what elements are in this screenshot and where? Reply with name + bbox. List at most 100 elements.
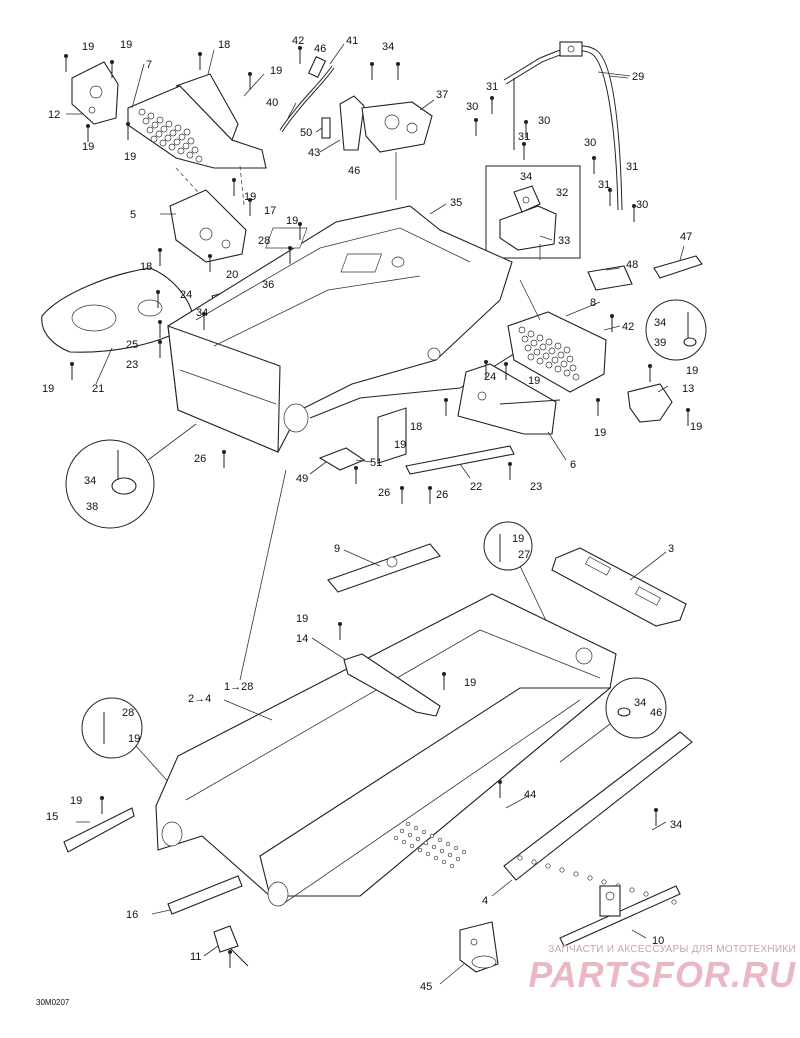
perf7-hole xyxy=(168,143,176,151)
perfTunnel-hole xyxy=(455,856,461,862)
part-number-l22: 31 xyxy=(518,131,530,143)
part-number-l19: 31 xyxy=(486,81,498,93)
part-number-l37: 18 xyxy=(140,261,152,273)
perfTunnel-hole xyxy=(437,837,443,843)
part-number-l14: 43 xyxy=(308,147,320,159)
bolt-head-13 xyxy=(592,156,596,160)
watermark-tagline: ЗАПЧАСТИ И АКСЕССУАРЫ ДЛЯ МОТОТЕХНИКИ xyxy=(548,944,796,955)
perf8-hole xyxy=(548,347,556,355)
part-number-l70: 19 xyxy=(512,533,524,545)
part-number-l55: 18 xyxy=(410,421,422,433)
bolt-head-9 xyxy=(490,96,494,100)
perf8-hole xyxy=(551,356,559,364)
part-number-l42: 8 xyxy=(590,297,596,309)
part-40-cable xyxy=(279,55,335,133)
part-number-l89: 11 xyxy=(190,951,201,963)
perfTunnel-hole xyxy=(439,848,445,854)
perf7-hole xyxy=(187,137,195,145)
part-number-l77: 2→4 xyxy=(188,693,211,705)
part-number-l10: 46 xyxy=(314,43,326,55)
part-number-l44: 42 xyxy=(622,321,634,333)
part-number-l64: 22 xyxy=(470,481,482,493)
perf8-hole xyxy=(527,330,535,338)
part-number-l18: 29 xyxy=(632,71,644,83)
bolt-head-22 xyxy=(156,290,160,294)
perfRail-hole xyxy=(587,875,593,881)
part-number-l78: 28 xyxy=(122,707,134,719)
part-number-l82: 19 xyxy=(70,795,82,807)
perf8-hole xyxy=(533,348,541,356)
perf8-hole xyxy=(527,353,535,361)
part-number-l65: 23 xyxy=(530,481,542,493)
perfTunnel-hole xyxy=(461,849,467,855)
part-number-l60: 6 xyxy=(570,459,576,471)
perf7-hole xyxy=(186,151,194,159)
part-4-slide-rail xyxy=(503,731,693,905)
bolt-head-17 xyxy=(248,198,252,202)
bolt-head-31 xyxy=(686,408,690,412)
part-number-l48: 23 xyxy=(126,359,138,371)
part-29-handle-bar xyxy=(503,41,623,211)
perfTunnel-hole xyxy=(453,845,459,851)
main-tunnel-body xyxy=(155,593,617,907)
bolt-head-34 xyxy=(222,450,226,454)
bolt-head-27 xyxy=(484,360,488,364)
bolt-head-0 xyxy=(64,54,68,58)
part-number-l83: 15 xyxy=(46,811,58,823)
part-number-l53: 19 xyxy=(686,365,698,377)
part-number-l20: 30 xyxy=(466,101,478,113)
perf8-hole xyxy=(563,369,571,377)
part-37-bracket xyxy=(361,101,433,200)
perf8-hole xyxy=(560,360,568,368)
perf8-hole xyxy=(554,342,562,350)
perfRail-hole xyxy=(559,867,565,873)
perf8-hole xyxy=(542,352,550,360)
part-number-l2: 19 xyxy=(120,39,132,51)
perfTunnel-hole xyxy=(423,840,429,846)
perfTunnel-hole xyxy=(429,833,435,839)
part-number-l73: 19 xyxy=(296,613,308,625)
part-number-l7: 19 xyxy=(82,141,94,153)
bolt-head-19 xyxy=(288,246,292,250)
part-number-l54: 13 xyxy=(682,383,694,395)
bolt-head-29 xyxy=(444,398,448,402)
bolt-head-42 xyxy=(498,780,502,784)
part-number-l68: 26 xyxy=(436,489,448,501)
part-22-rail xyxy=(405,445,515,475)
part-16-angle xyxy=(167,875,243,915)
part-number-l90: 45 xyxy=(420,981,432,993)
perfTunnel-hole xyxy=(447,852,453,858)
part-number-l26: 30 xyxy=(636,199,648,211)
part-number-l80: 34 xyxy=(634,697,646,709)
bolt-head-18 xyxy=(298,222,302,226)
perf7-hole xyxy=(160,125,168,133)
part-number-l88: 10 xyxy=(652,935,664,947)
part-number-l38: 20 xyxy=(226,269,238,281)
part-number-l49: 19 xyxy=(42,383,54,395)
part-number-l50: 21 xyxy=(92,383,104,395)
part-number-l52: 19 xyxy=(528,375,540,387)
bolt-head-3 xyxy=(248,72,252,76)
bolt-head-32 xyxy=(648,364,652,368)
bolt-head-43 xyxy=(654,808,658,812)
bolt-head-23 xyxy=(158,320,162,324)
perf8-hole xyxy=(563,346,571,354)
detail-circle-34-46 xyxy=(559,677,667,763)
perf8-hole xyxy=(521,335,529,343)
part-number-l24: 31 xyxy=(626,161,638,173)
part-7-perforated-bracket xyxy=(127,73,267,169)
part-9-bracket xyxy=(327,407,441,593)
perf8-hole xyxy=(536,357,544,365)
part-number-l9: 42 xyxy=(292,35,304,47)
part-number-l31: 35 xyxy=(450,197,462,209)
part-number-l35: 47 xyxy=(680,231,692,243)
part-45-bracket xyxy=(459,921,499,973)
perf8-hole xyxy=(536,334,544,342)
part-number-l66: 38 xyxy=(86,501,98,513)
perf7-hole xyxy=(164,134,172,142)
bolt-head-30 xyxy=(596,398,600,402)
bolt-head-8 xyxy=(396,62,400,66)
bolt-head-24 xyxy=(158,340,162,344)
part-number-l85: 34 xyxy=(670,819,682,831)
perf8-hole xyxy=(557,351,565,359)
